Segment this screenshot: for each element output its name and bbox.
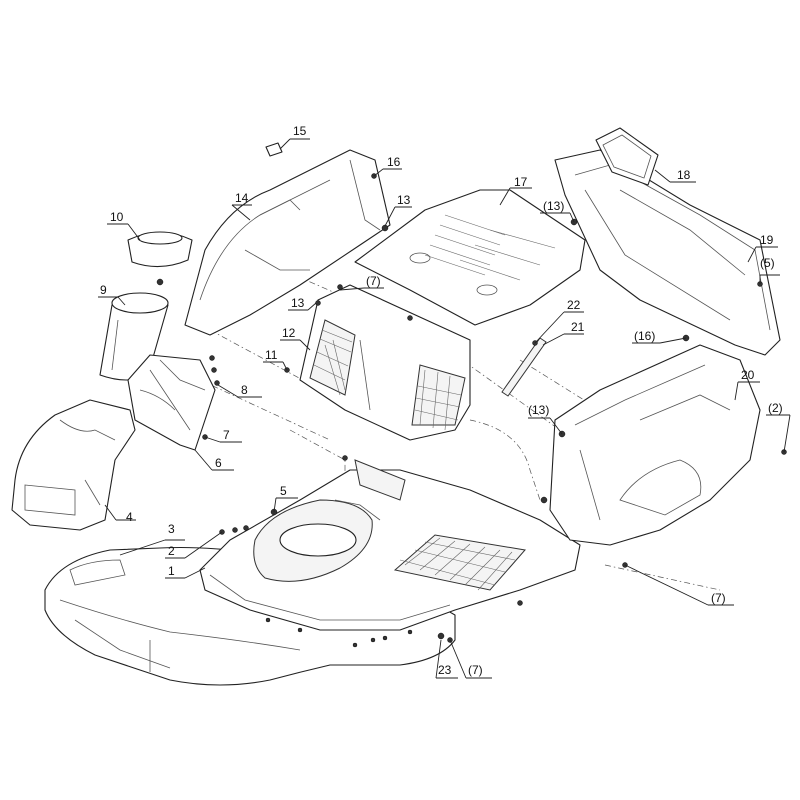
callout-21: 21 [571,320,585,334]
callout-13-upper: 13 [397,193,411,207]
callout-4: 4 [126,510,133,524]
callout-3: 3 [168,522,175,536]
fasteners [156,173,787,648]
part-12-grille-panel [299,284,471,441]
part-10-steering-cap [127,231,193,268]
callout-13-fender: (13) [528,403,549,417]
callout-7-top: (7) [366,274,381,288]
callout-19: 19 [760,233,774,247]
callout-8: 8 [241,383,248,397]
callout-14: 14 [235,191,249,205]
callout-22: 22 [567,298,581,312]
part-15-clip [265,142,283,157]
callout-2: 2 [168,544,175,558]
callout-15: 15 [293,124,307,138]
callout-5-ref: (5) [760,256,775,270]
part-1-chassis-floor [199,459,581,631]
leader-lines [98,138,791,679]
callout-13-lower: 13 [291,296,305,310]
callout-1: 1 [168,564,175,578]
callout-11: 11 [265,348,278,362]
callout-7-right: (7) [711,591,726,605]
part-18-lid-plate [595,127,659,186]
callout-7: 7 [223,428,230,442]
part-21-rod [501,337,547,397]
callout-7-bottom: (7) [468,663,483,677]
callout-18: 18 [677,168,691,182]
callout-5: 5 [280,484,287,498]
part-17-seat-deck [354,189,586,326]
callout-16: 16 [387,155,401,169]
part-6-dash-support [127,354,216,451]
callout-23: 23 [438,663,452,677]
part-20-right-fender [549,344,761,546]
part-4-dashboard-console [11,399,136,531]
callout-17: 17 [514,175,528,189]
callout-16-ref: (16) [634,329,655,343]
callout-9: 9 [100,283,107,297]
callout-6: 6 [215,456,222,470]
callout-10: 10 [110,210,124,224]
callout-labels: 15 16 14 13 17 (13) 18 19 (5) 10 9 13 (7… [100,124,783,677]
callout-2-ref: (2) [768,401,783,415]
part-14-hood [184,149,391,336]
callout-20: 20 [741,368,755,382]
part-19-rear-frame [554,149,781,356]
callout-12: 12 [282,326,296,340]
callout-13-deck: (13) [543,199,564,213]
